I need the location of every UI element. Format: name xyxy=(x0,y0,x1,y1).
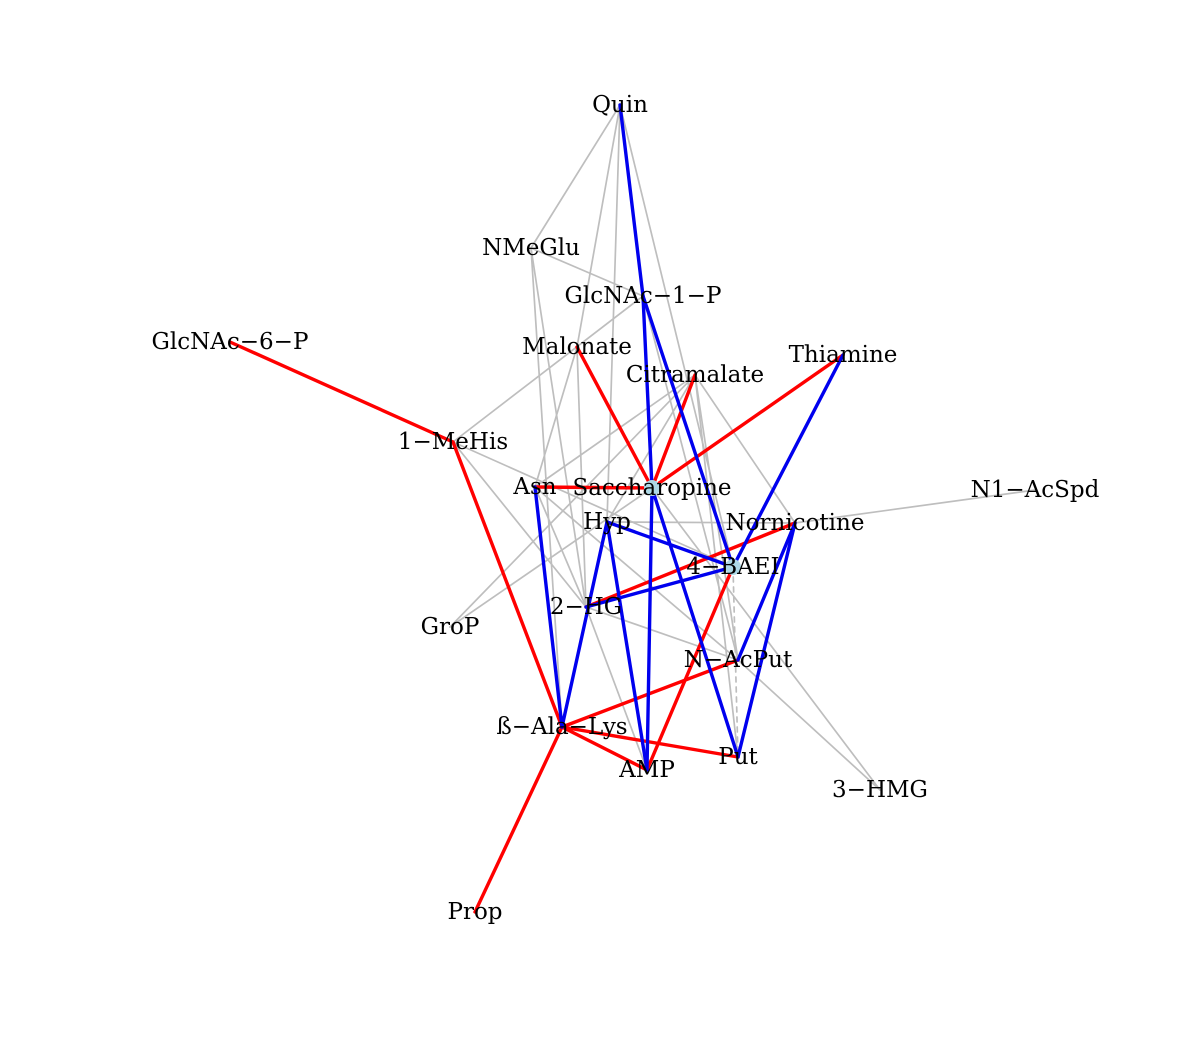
node-label-mehis: 1−MeHis xyxy=(398,429,508,455)
edge-nornicotine-hg xyxy=(584,521,797,609)
node-label-glcnac1p: GlcNAc−1−P xyxy=(565,283,722,309)
edge-balalys-prop xyxy=(473,725,564,914)
edge-quin-malonate xyxy=(576,104,621,348)
node-label-nacput: N−AcPut xyxy=(684,647,793,673)
node-label-hyp: Hyp xyxy=(583,509,631,535)
edge-nmeglu-glcnac1p xyxy=(530,247,644,297)
node-label-malonate: Malonate xyxy=(522,334,632,360)
edge-nornicotine-nacput xyxy=(736,521,797,662)
edge-hyp-balalys xyxy=(560,520,609,729)
node-label-prop: Prop xyxy=(447,899,502,925)
edge-nacput-hmg xyxy=(737,659,881,791)
node-label-saccharopine: Saccharopine xyxy=(572,475,731,501)
edge-hg-nacput xyxy=(585,606,739,661)
edge-glcnac1p-mehis xyxy=(452,295,644,443)
nodes xyxy=(644,480,741,575)
edge-saccharopine-amp xyxy=(645,486,654,772)
node-label-citramalate: Citramalate xyxy=(626,362,764,388)
edge-quin-nmeglu xyxy=(530,104,621,249)
node-label-hg: 2−HG xyxy=(550,594,622,620)
node-label-nmeglu: NMeGlu xyxy=(482,235,580,261)
edge-asn-hg xyxy=(534,486,587,608)
edge-mehis-hg xyxy=(452,441,587,608)
edge-quin-baei xyxy=(619,104,734,568)
edge-citramalate-nornicotine xyxy=(694,374,796,524)
edge-malonate-saccharopine xyxy=(575,345,654,490)
edge-nmeglu-hg xyxy=(530,247,587,608)
node-label-amp: AMP xyxy=(618,757,675,783)
edge-saccharopine-grop xyxy=(449,487,653,628)
node-label-put: Put xyxy=(718,744,758,770)
edge-citramalate-asn xyxy=(534,374,696,488)
correlation-edges xyxy=(228,103,845,914)
edge-hyp-amp xyxy=(605,520,649,772)
node-label-thiamine: Thiamine xyxy=(789,342,898,368)
edge-glcnac1p-baei xyxy=(641,294,735,569)
node-marker-baei xyxy=(725,559,741,575)
edge-balalys-put xyxy=(560,725,740,759)
node-label-hmg: 3−HMG xyxy=(832,777,928,803)
edge-glcnac6p-mehis xyxy=(228,340,455,444)
edge-hyp-baei xyxy=(605,520,735,569)
edge-saccharopine-put xyxy=(650,486,740,759)
edge-hg-baei xyxy=(584,565,735,609)
edge-nornicotine-put xyxy=(736,521,797,759)
edge-citramalate-saccharopine xyxy=(650,373,697,490)
edge-thiamine-saccharopine xyxy=(650,353,845,490)
edge-thiamine-baei xyxy=(731,353,845,569)
edge-mehis-balalys xyxy=(451,440,564,729)
edge-glcnac1p-nacput xyxy=(642,295,739,661)
edge-quin-hyp xyxy=(606,104,621,523)
edge-asn-balalys xyxy=(533,485,564,729)
edge-malonate-hg xyxy=(576,346,587,608)
edge-mehis-baei xyxy=(452,441,734,568)
edge-asn-saccharopine xyxy=(533,485,654,490)
node-label-balalys: ß−Ala−Lys xyxy=(496,714,627,740)
node-label-glcnac6p: GlcNAc−6−P xyxy=(152,329,309,355)
edge-citramalate-grop xyxy=(449,374,696,628)
node-label-asn: Asn xyxy=(512,474,556,500)
edge-baei-amp xyxy=(645,565,735,772)
edge-malonate-asn xyxy=(534,346,578,488)
edge-hyp-nornicotine xyxy=(606,521,796,524)
node-label-grop: GroP xyxy=(421,614,480,640)
edge-nornicotine-n1acspd xyxy=(794,489,1036,524)
edge-citramalate-put xyxy=(694,374,739,758)
edge-hg-amp xyxy=(585,606,648,771)
node-label-n1acspd: N1−AcSpd xyxy=(971,477,1100,503)
node-label-quin: Quin xyxy=(592,92,648,118)
node-label-nornicotine: Nornicotine xyxy=(726,510,865,536)
node-label-baei: 4−BAEI xyxy=(686,554,779,580)
edge-glcnac1p-saccharopine xyxy=(641,294,654,490)
edge-balalys-amp xyxy=(560,725,649,772)
node-marker-saccharopine xyxy=(644,480,660,496)
edge-quin-glcnac1p xyxy=(618,103,645,298)
